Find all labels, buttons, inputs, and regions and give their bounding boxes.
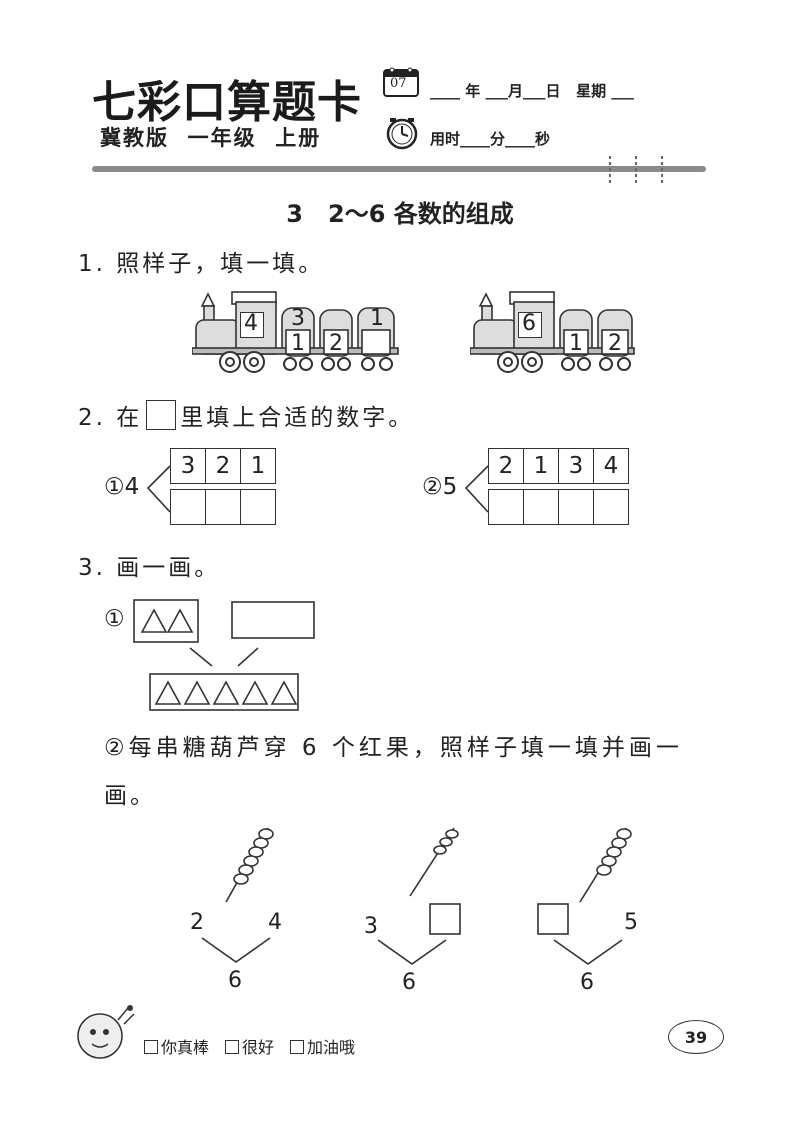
train-2-car1-bottom: 1 <box>569 331 583 356</box>
candy-tree-1-total: 6 <box>228 968 242 993</box>
question-2-prompt-pre: 2. 在 <box>78 405 143 431</box>
question-1-prompt: 1. 照样子，填一填。 <box>78 251 325 277</box>
q2-item-1-answer-0[interactable] <box>170 489 206 525</box>
example-blank-box <box>146 400 177 430</box>
rule-pins <box>602 156 672 188</box>
train-2-big-number: 6 <box>522 311 536 336</box>
q2-item-1-label: ①4 <box>104 474 140 500</box>
q2-item-2-answer-3[interactable] <box>593 489 629 525</box>
candy-tree-1-right: 4 <box>268 910 282 935</box>
edition-label: 冀教版 一年级 上册 <box>100 126 322 150</box>
rating-option-keep-going[interactable]: 加油哦 <box>290 1034 355 1058</box>
q2-item-2-answer-0[interactable] <box>488 489 524 525</box>
q2-item-1-top-1: 2 <box>205 448 241 484</box>
candy-tree-3-total: 6 <box>580 970 594 995</box>
train-1-car3-top: 1 <box>370 306 384 331</box>
q2-item-2-top-3: 4 <box>593 448 629 484</box>
page-number: 39 <box>668 1020 724 1054</box>
logo-title: 七彩口算题卡 <box>92 77 362 128</box>
q2-item-1-answer-2[interactable] <box>240 489 276 525</box>
q2-item-2-label: ②5 <box>422 474 458 500</box>
train-1: 4 3 1 2 1 <box>191 288 404 378</box>
q2-item-1-top-0: 3 <box>170 448 206 484</box>
q3-part-1-answer-box <box>231 601 315 639</box>
candy-tree-3: 5 6 <box>534 820 654 1000</box>
candy-tree-2-total: 6 <box>402 970 416 995</box>
question-2-prompt: 2. 在 里填上合适的数字。 <box>78 398 414 432</box>
question-3-prompt: 3. 画一画。 <box>78 555 221 581</box>
mascot-icon <box>70 1000 140 1070</box>
candy-tree-1: 2 4 6 <box>186 820 296 1000</box>
q2-item-1: ①4 3 2 1 <box>104 446 284 530</box>
train-2-car2-bottom: 2 <box>608 331 622 356</box>
q2-item-2: ②5 2 1 3 4 <box>422 446 642 530</box>
candy-tree-2-left: 3 <box>364 914 378 939</box>
q2-item-2-top-0: 2 <box>488 448 524 484</box>
header-rule <box>92 166 706 172</box>
calendar-icon <box>382 66 420 98</box>
q2-item-2-top-1: 1 <box>523 448 559 484</box>
candy-tree-2-answer-box[interactable] <box>430 904 460 934</box>
candy-tree-1-left: 2 <box>190 910 204 935</box>
q2-item-2-answer-2[interactable] <box>558 489 594 525</box>
candy-tree-2: 3 6 <box>358 820 478 1000</box>
question-2-prompt-post: 里填上合适的数字。 <box>180 405 415 431</box>
train-1-big-number: 4 <box>244 311 258 336</box>
rating-option-great[interactable]: 你真棒 <box>144 1034 209 1058</box>
q3-part-1-label: ① <box>104 606 125 632</box>
rating-group: 你真棒 很好 加油哦 <box>144 1034 355 1058</box>
q2-item-1-top-2: 1 <box>240 448 276 484</box>
section-title: 3 2～6 各数的组成 <box>286 200 514 228</box>
q2-item-2-top-2: 3 <box>558 448 594 484</box>
clock-icon <box>384 116 420 150</box>
candy-tree-3-answer-box[interactable] <box>538 904 568 934</box>
train-2: 6 1 2 <box>469 288 640 378</box>
q2-item-2-answer-1[interactable] <box>523 489 559 525</box>
date-line: ____ 年 ___月___日 星期 ___ <box>430 82 634 100</box>
rating-option-good[interactable]: 很好 <box>225 1034 274 1058</box>
q3-part-2-text-cont: 画。 <box>104 783 156 809</box>
train-1-car2-bottom: 2 <box>329 331 343 356</box>
time-line: 用时____分____秒 <box>430 130 551 148</box>
calendar-number: 07 <box>390 76 407 91</box>
q2-item-1-answer-1[interactable] <box>205 489 241 525</box>
candy-tree-3-right: 5 <box>624 910 638 935</box>
train-1-car1-top: 3 <box>291 306 305 331</box>
q3-part-2-text: ②每串糖葫芦穿 6 个红果，照样子填一填并画一 <box>104 735 683 761</box>
q3-part-1-drawing <box>130 596 320 716</box>
train-1-car1-bottom: 1 <box>291 331 305 356</box>
